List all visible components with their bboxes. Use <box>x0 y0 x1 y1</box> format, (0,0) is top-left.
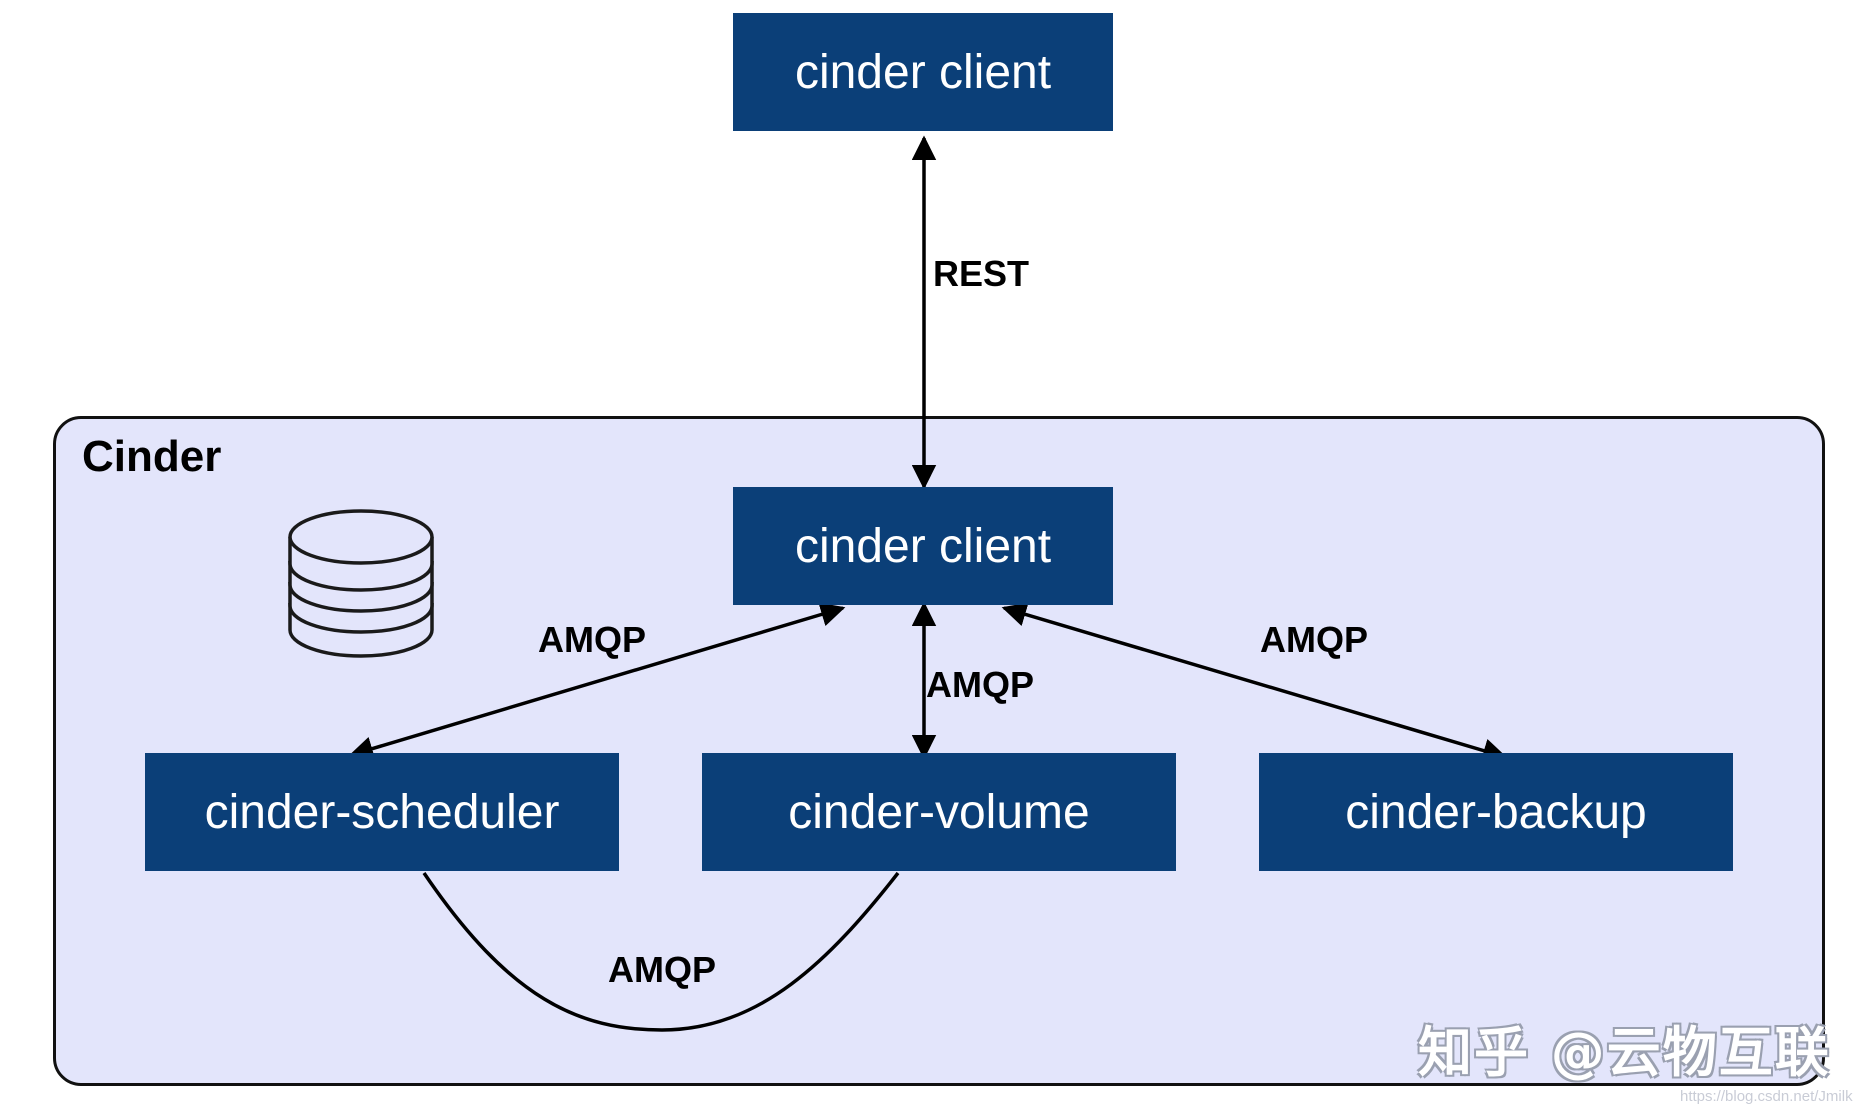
amqp-backup-label: AMQP <box>1260 619 1368 660</box>
cinder-scheduler-node: cinder-scheduler <box>145 753 619 871</box>
amqp-scheduler-volume-curve <box>422 871 900 1032</box>
amqp-volume-label: AMQP <box>926 664 1034 705</box>
amqp-scheduler-volume-label: AMQP <box>608 949 716 990</box>
watermark: 知乎 @云物互联 <box>1418 1021 1831 1084</box>
url-watermark: https://blog.csdn.net/Jmilk <box>1680 1088 1853 1105</box>
amqp-scheduler-edge <box>348 602 846 761</box>
cinder-client-external-node: cinder client <box>733 13 1113 131</box>
cluster-title: Cinder <box>82 432 222 481</box>
cinder-backup-node: cinder-backup <box>1259 753 1733 871</box>
amqp-backup-edge <box>1001 602 1508 763</box>
cinder-client-internal-node: cinder client <box>733 487 1113 605</box>
cinder-volume-node: cinder-volume <box>702 753 1176 871</box>
amqp-scheduler-label: AMQP <box>538 619 646 660</box>
rest-label: REST <box>933 253 1030 294</box>
database-icon <box>288 509 434 658</box>
